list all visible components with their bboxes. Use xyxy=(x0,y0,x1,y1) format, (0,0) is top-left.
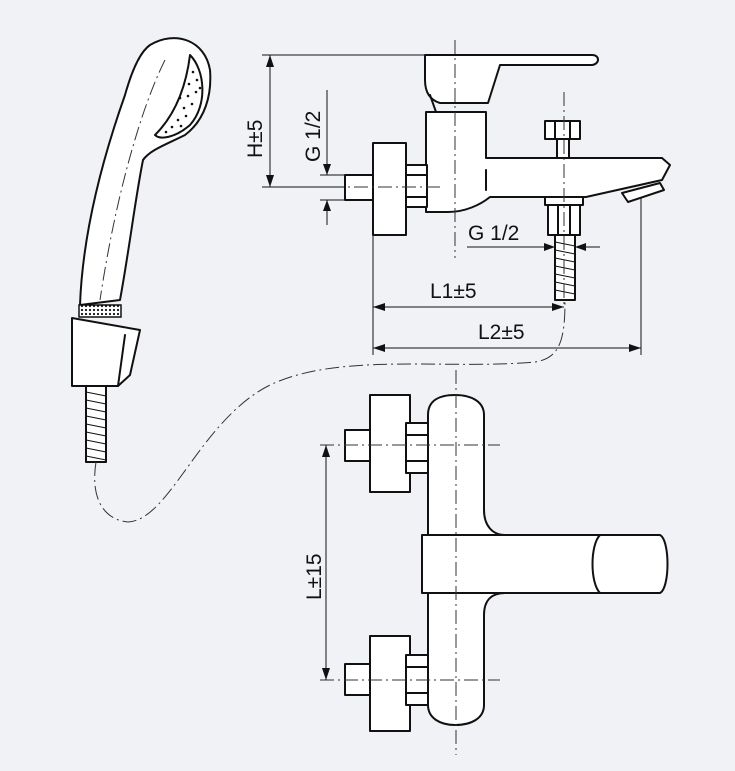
shower-hose xyxy=(85,385,107,463)
lever-handle xyxy=(424,54,599,104)
front-lever xyxy=(421,534,669,594)
dimension-h: H±5 xyxy=(244,54,425,188)
front-nut-top xyxy=(405,422,429,474)
front-flange-top xyxy=(369,394,411,493)
shower-holder xyxy=(71,317,141,387)
diverter-knob-ridges xyxy=(554,120,571,140)
dimension-l2: L2±5 xyxy=(373,198,642,355)
diverter-stem xyxy=(556,138,570,159)
label-l: L±15 xyxy=(303,553,326,600)
diverter-knob xyxy=(544,120,581,140)
shower-outlet xyxy=(621,182,665,203)
label-l2: L2±5 xyxy=(478,321,525,344)
label-g-top: G 1/2 xyxy=(302,111,325,162)
hose-nut-flats xyxy=(557,204,571,236)
shower-nozzles xyxy=(164,70,202,134)
front-nut-top-lines xyxy=(405,434,429,462)
front-flange-bottom xyxy=(369,635,411,732)
mixer-side-view: H±5 G 1/2 G 1/2 L1±5 L2±5 xyxy=(244,40,671,355)
hose-path-line xyxy=(94,299,566,523)
mixer-front-view: L±15 xyxy=(303,370,669,755)
eccentric-nut xyxy=(405,164,428,208)
shower-holder-edge xyxy=(117,334,126,387)
hand-shower xyxy=(71,37,566,523)
dimension-l: L±15 xyxy=(303,445,330,680)
label-h: H±5 xyxy=(244,120,267,158)
front-nut-bottom-lines xyxy=(405,666,429,694)
shower-head-face xyxy=(154,54,204,139)
label-l1: L1±5 xyxy=(430,280,477,303)
dimension-g-bottom: G 1/2 xyxy=(467,222,600,251)
wall-flange xyxy=(372,142,407,236)
shower-grip-mesh xyxy=(78,304,122,318)
label-g-bottom: G 1/2 xyxy=(468,222,519,245)
shower-centerline xyxy=(99,59,166,301)
hose-thread-lines xyxy=(554,241,576,295)
front-lever-curve xyxy=(591,534,601,594)
eccentric-nut-lines xyxy=(405,174,428,198)
shower-handle-outline xyxy=(79,37,212,306)
dimension-g-top: G 1/2 xyxy=(302,90,345,225)
dimension-l1: L1±5 xyxy=(372,235,564,355)
